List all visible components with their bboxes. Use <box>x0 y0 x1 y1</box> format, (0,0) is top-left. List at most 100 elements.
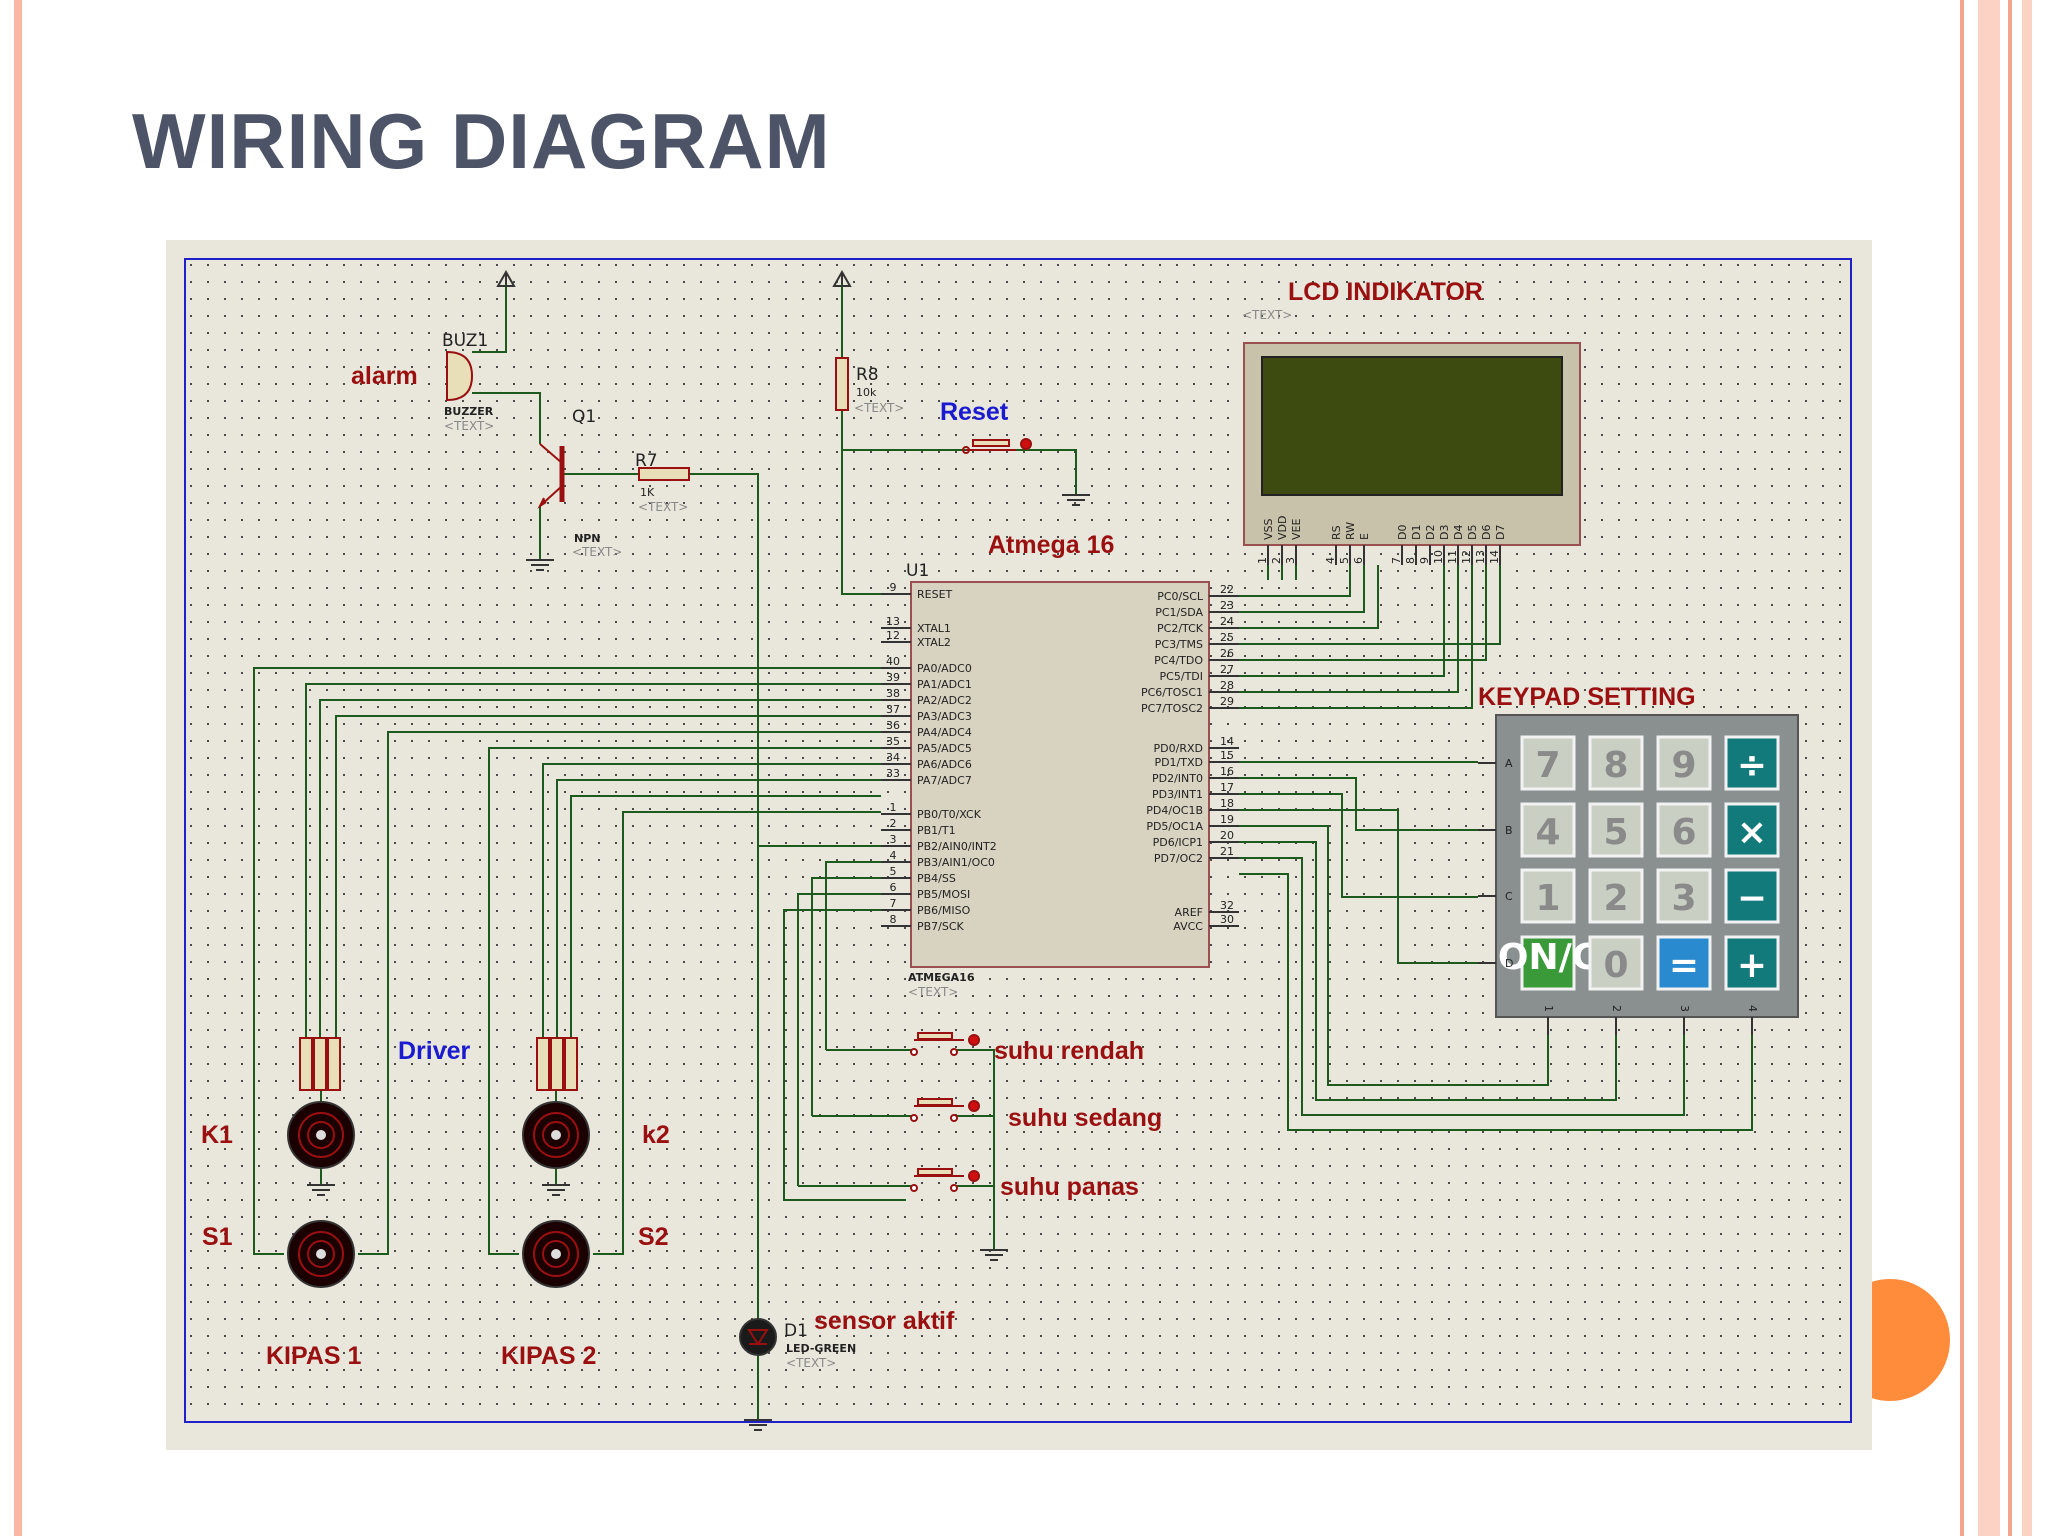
keypad-key: − <box>1724 868 1780 924</box>
fan-hub <box>551 1249 561 1259</box>
keypad-key: 1 <box>1520 868 1576 924</box>
switch-contact <box>950 1048 958 1056</box>
keypad-key-face <box>1520 735 1576 791</box>
switch-contact <box>910 1114 918 1122</box>
wire <box>954 1049 995 1250</box>
side-stripe-2 <box>1978 0 2000 1536</box>
keypad-key-face <box>1724 935 1780 991</box>
mcu-pin-name: PD4/OC1B <box>1146 804 1203 817</box>
keypad-key-face <box>1588 868 1644 924</box>
lcd-pin-number: 14 <box>1488 550 1501 564</box>
keypad-col-label: 3 <box>1678 1005 1691 1012</box>
sensor-label: sensor aktif <box>814 1307 955 1335</box>
keypad-key-label: × <box>1737 812 1767 853</box>
sheet-border <box>184 258 1852 1423</box>
keypad-col-label: 1 <box>1542 1005 1555 1012</box>
buzzer-symbol <box>446 350 474 402</box>
led-d1: D1 sensor aktif LED-GREEN <TEXT> <box>739 1307 955 1370</box>
mcu-pin-number: 24 <box>1220 615 1234 628</box>
mcu-pin-name: PB0/T0/XCK <box>917 808 982 821</box>
wire <box>1239 777 1478 831</box>
wire <box>593 811 881 1255</box>
mcu-pin-name: AREF <box>1175 906 1203 919</box>
lcd-pin-number: 1 <box>1256 557 1269 564</box>
keypad-key-label: = <box>1669 945 1699 986</box>
lcd-pin-number: 3 <box>1284 557 1297 564</box>
mcu-pin-name: PB6/MISO <box>917 904 971 917</box>
mcu-pin-name: PA2/ADC2 <box>917 694 972 707</box>
fan-motor <box>287 1220 355 1288</box>
relay-coil <box>327 1037 341 1091</box>
lcd-pin-name: D0 <box>1396 525 1409 540</box>
fan-ring <box>298 1231 344 1277</box>
driver-label: Driver <box>398 1037 471 1065</box>
wire <box>472 392 541 444</box>
reset-button <box>962 438 1032 454</box>
switch-label-suhu-sedang: suhu sedang <box>1008 1104 1162 1132</box>
fan-hub <box>316 1130 326 1140</box>
wire <box>1239 565 1445 677</box>
mcu-pin-number: 23 <box>1220 599 1234 612</box>
relay-coil <box>299 1037 313 1091</box>
lcd-pin-number: 11 <box>1446 550 1459 564</box>
lcd-pin-name: D7 <box>1494 525 1507 540</box>
keypad-col-label: 4 <box>1746 1005 1759 1012</box>
switch-contact <box>910 1184 918 1192</box>
transistor-ref: Q1 <box>572 407 596 427</box>
wire <box>689 473 759 1320</box>
r8-resistor <box>835 357 849 411</box>
keypad-key-label: ÷ <box>1737 745 1767 786</box>
wire <box>1239 793 1478 898</box>
keypad-key-label: 3 <box>1671 878 1696 919</box>
keypad-row-label: B <box>1505 824 1513 837</box>
mcu-pin-name: PD6/ICP1 <box>1153 836 1203 849</box>
fan-ring <box>533 1112 579 1158</box>
switch-cap <box>917 1168 953 1176</box>
mcu-pin-number: 39 <box>886 671 900 684</box>
keypad-key-label: − <box>1737 878 1767 919</box>
transistor-text: <TEXT> <box>572 545 622 559</box>
wire <box>811 877 881 1116</box>
wire <box>1239 873 1753 1131</box>
keypad-col-label: 2 <box>1610 1005 1623 1012</box>
slide-title: WIRING DIAGRAM <box>132 97 831 185</box>
buzzer-ref: BUZ1 <box>442 331 488 351</box>
wire <box>1239 857 1685 1116</box>
r7-value: 1K <box>640 486 655 499</box>
wire <box>1239 809 1478 964</box>
mcu-left-pins: 9RESET13XTAL112XTAL240PA0/ADC039PA1/ADC1… <box>881 581 997 933</box>
keypad-key: 3 <box>1656 868 1712 924</box>
switch-cap <box>917 1032 953 1040</box>
lcd-pin-number: 8 <box>1404 557 1417 564</box>
ground-symbols <box>307 494 1090 1431</box>
mcu-pin-name: PC0/SCL <box>1157 590 1204 603</box>
mcu-right-pins: 22PC0/SCL23PC1/SDA24PC2/TCK25PC3/TMS26PC… <box>1141 583 1239 933</box>
wires <box>253 284 1753 1420</box>
keypad-key: = <box>1656 935 1712 991</box>
k1-label: K1 <box>201 1121 233 1149</box>
mcu-part: ATMEGA16 <box>908 971 975 984</box>
wire <box>472 284 507 353</box>
npn-transistor <box>537 443 565 509</box>
mcu-pin-name: PC1/SDA <box>1155 606 1203 619</box>
mcu-pin-name: PB3/AIN1/OC0 <box>917 856 995 869</box>
mcu-pin-name: PC7/TOSC2 <box>1141 702 1203 715</box>
s1-label: S1 <box>202 1223 233 1251</box>
mcu-pin-name: PB7/SCK <box>917 920 965 933</box>
mcu-pin-name: XTAL2 <box>917 636 951 649</box>
mcu-pin-number: 35 <box>886 735 900 748</box>
mcu-pin-name: PA0/ADC0 <box>917 662 972 675</box>
lcd-pin-name: VSS <box>1262 518 1275 540</box>
wire <box>570 795 881 1038</box>
switch-contact <box>950 1184 958 1192</box>
lcd-title: LCD INDIKATOR <box>1288 278 1483 306</box>
mcu-body <box>910 581 1210 968</box>
mcu-pin-number: 5 <box>890 865 897 878</box>
mcu-pin-number: 37 <box>886 703 900 716</box>
mcu-pin-number: 2 <box>890 817 897 830</box>
mcu-pin-number: 14 <box>1220 735 1234 748</box>
keypad-row-label: C <box>1505 890 1513 903</box>
relay-coil <box>536 1037 550 1091</box>
fan-hub <box>316 1249 326 1259</box>
mcu-atmega16: Atmega 16 U1 ATMEGA16 <TEXT> 9RESET13XTA… <box>881 531 1239 999</box>
